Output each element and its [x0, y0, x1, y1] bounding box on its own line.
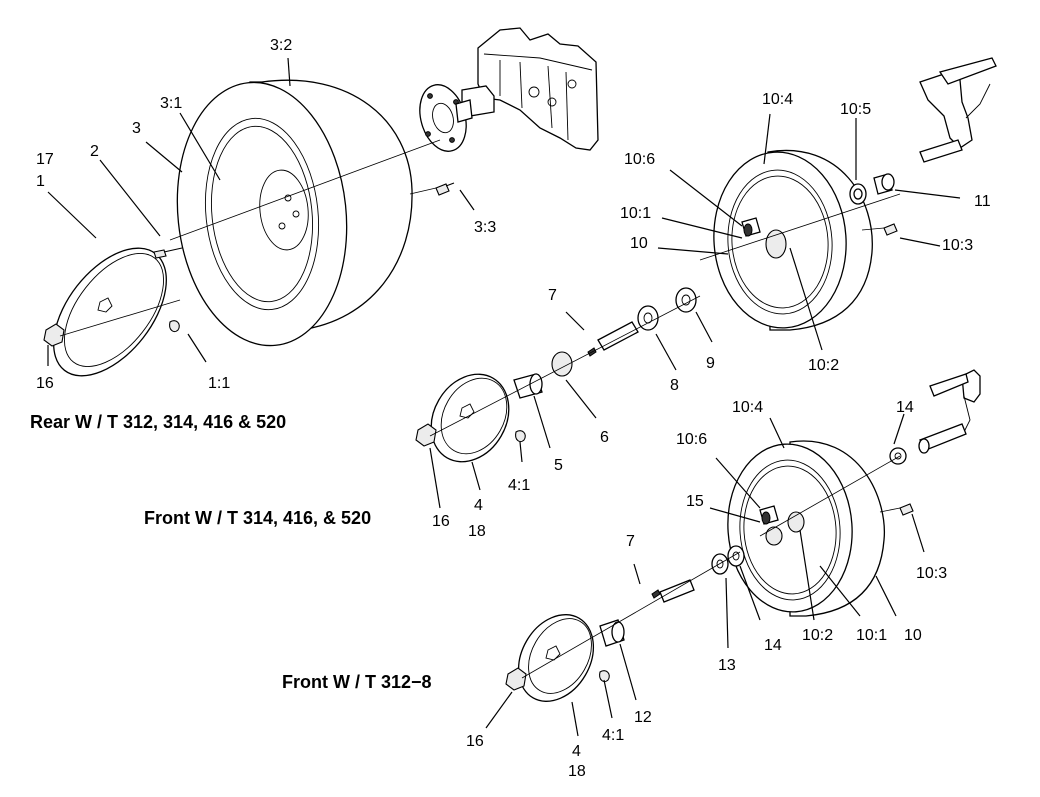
clip-4-1-b [599, 670, 610, 683]
callout-10-1-b: 10:1 [856, 627, 887, 644]
callout-10-6-b: 10:6 [676, 431, 707, 448]
callout-4-a: 4 [474, 497, 483, 514]
caption-rear: Rear W / T 312, 314, 416 & 520 [30, 412, 286, 432]
callout-4-b: 4 [572, 743, 581, 760]
rear-hub-flange [419, 84, 473, 152]
caption-front-a: Front W / T 314, 416, & 520 [144, 508, 371, 528]
front-hub-parts-b [599, 545, 745, 647]
callout-6: 6 [600, 429, 609, 446]
rear-cap-16 [43, 323, 65, 347]
callout-10-4-a: 10:4 [762, 91, 793, 108]
caption-front-b: Front W / T 312−8 [282, 672, 432, 692]
callout-3-2: 3:2 [270, 37, 292, 54]
rear-clip-1-1 [169, 320, 180, 333]
callout-7-b: 7 [626, 533, 635, 550]
callout-10-5: 10:5 [840, 101, 871, 118]
callout-10-3-b: 10:3 [916, 565, 947, 582]
callout-1-1: 1:1 [208, 375, 230, 392]
callout-18-b: 18 [568, 763, 586, 780]
callout-3-1: 3:1 [160, 95, 182, 112]
front-tire-b [727, 440, 886, 617]
callout-10-4-b: 10:4 [732, 399, 763, 416]
callout-3-3: 3:3 [474, 219, 496, 236]
callout-2: 2 [90, 143, 99, 160]
callout-4-1-b: 4:1 [602, 727, 624, 744]
cap-16-a [415, 423, 437, 447]
rear-wheel-cover [53, 247, 167, 377]
callout-3: 3 [132, 120, 141, 137]
front-spindle-a [919, 57, 997, 163]
callout-10-b: 10 [904, 627, 922, 644]
rear-tire [176, 79, 413, 347]
clip-4-1-a [515, 430, 526, 443]
callout-13: 13 [718, 657, 736, 674]
front-wheel-cover-a [430, 373, 510, 463]
rear-wheel-assembly [43, 27, 599, 377]
callout-18-a: 18 [468, 523, 486, 540]
callout-16-b: 16 [466, 733, 484, 750]
rear-bolt-3-3 [435, 182, 455, 196]
callout-10-6-a: 10:6 [624, 151, 655, 168]
callout-9: 9 [706, 355, 715, 372]
callout-10-2-a: 10:2 [808, 357, 839, 374]
callout-16-rear: 16 [36, 375, 54, 392]
front-hub-parts-a [513, 287, 697, 399]
callout-4-1-a: 4:1 [508, 477, 530, 494]
callout-1: 1 [36, 173, 45, 190]
callout-labels: 3:2 3:1 3 2 17 1 3:3 16 1:1 10:4 10:5 10… [36, 37, 991, 780]
callout-15: 15 [686, 493, 704, 510]
callout-12: 12 [634, 709, 652, 726]
rear-bolt-2 [153, 247, 183, 259]
callout-10-3-a: 10:3 [942, 237, 973, 254]
callout-11: 11 [974, 193, 991, 210]
callout-14: 14 [764, 637, 782, 654]
front-spindle-b [889, 369, 981, 465]
callout-8: 8 [670, 377, 679, 394]
callout-5: 5 [554, 457, 563, 474]
callout-17: 17 [36, 151, 54, 168]
assembly-captions: Rear W / T 312, 314, 416 & 520 Front W /… [30, 412, 432, 692]
transaxle-housing [461, 27, 599, 151]
front-wheel-assembly-a [415, 57, 997, 509]
front-tire-a [713, 149, 873, 331]
callout-10-2-b: 10:2 [802, 627, 833, 644]
bolt-10-3-b [899, 503, 914, 516]
callout-16-a: 16 [432, 513, 450, 530]
callout-10-a: 10 [630, 235, 648, 252]
callout-14-top: 14 [896, 399, 914, 416]
cap-16-b [505, 667, 527, 691]
callout-7-a: 7 [548, 287, 557, 304]
front-wheel-assembly-b [485, 369, 981, 737]
bolt-10-3 [883, 223, 898, 236]
callout-10-1-a: 10:1 [620, 205, 651, 222]
